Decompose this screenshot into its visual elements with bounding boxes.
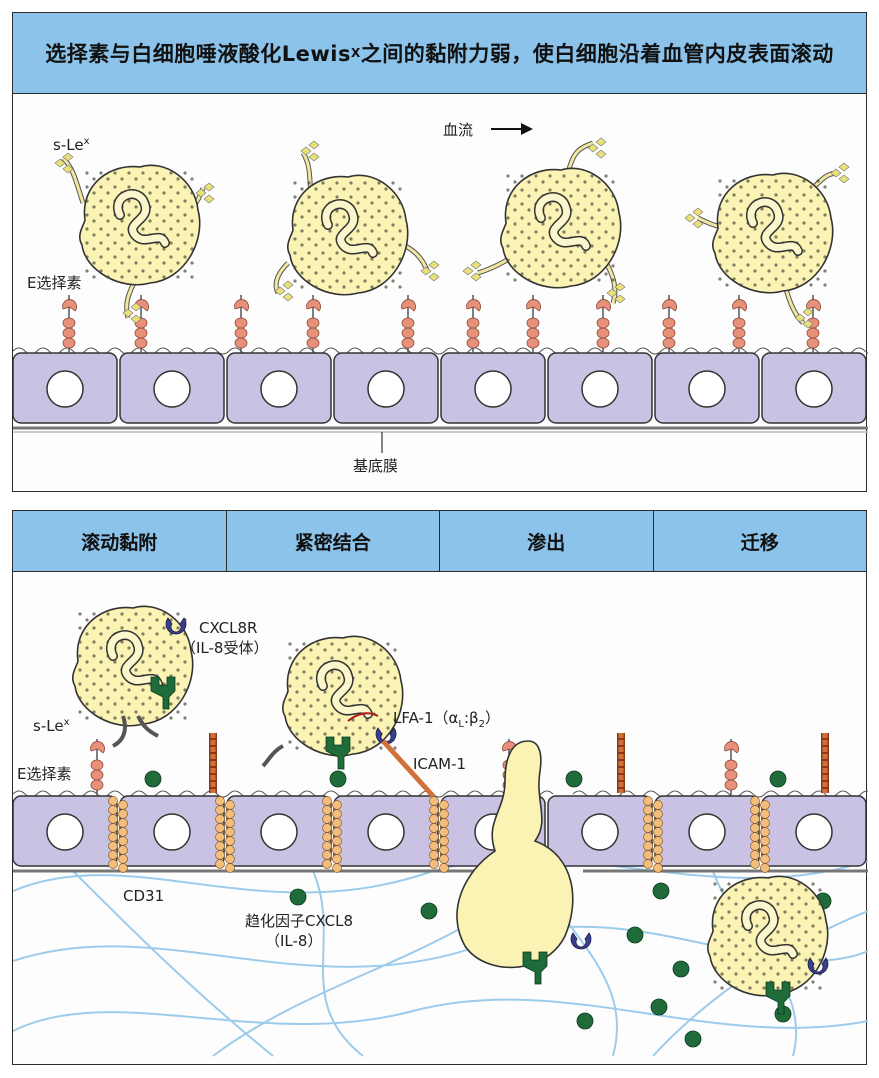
stage-migration: 迁移 [653, 511, 866, 571]
basement-membrane-label: 基底膜 [353, 457, 398, 475]
leukocyte-rolling [73, 606, 193, 748]
cxcl8r-label: CXCL8R [199, 619, 257, 637]
title-rest: 之间的黏附力弱，使白细胞沿着血管内皮表面滚动 [360, 42, 834, 66]
stage-rolling: 滚动黏附 [13, 511, 227, 571]
e-selectin-group [61, 294, 822, 354]
leukocyte-migrating [708, 876, 828, 1015]
stage-tight-binding: 紧密结合 [226, 511, 440, 571]
slex-label-bottom: s-Lex [33, 717, 70, 735]
e-selectin-label: E选择素 [27, 274, 81, 292]
leukocyte-3 [462, 137, 625, 304]
stage-diapedesis: 渗出 [440, 511, 654, 571]
leukocyte-diapedesis [456, 740, 592, 985]
chemokine-label: 趋化因子CXCL8 [245, 912, 353, 930]
title-sup: X [350, 46, 361, 60]
blood-flow-label: 血流 [443, 121, 473, 139]
title-main: 选择素与白细胞唾液酸化Lewis [45, 42, 351, 66]
icam1-label: ICAM-1 [413, 755, 466, 773]
stage-header: 滚动黏附 紧密结合 渗出 迁移 [13, 511, 866, 572]
rolling-diagram: s-Lex E选择素 血流 基底膜 [13, 121, 868, 475]
leukocyte-2 [273, 140, 440, 302]
leukocyte-4 [684, 162, 850, 329]
slex-label: s-Lex [53, 136, 90, 154]
cxcl8r-label-2: （IL-8受体） [181, 639, 268, 657]
e-selectin-label-bottom: E选择素 [17, 765, 71, 783]
chemokine-label-2: （IL-8） [265, 932, 322, 950]
endothelium [13, 352, 867, 424]
leukocyte-1 [54, 152, 215, 324]
lfa1-label: LFA-1（αL:β2） [393, 709, 500, 730]
migration-panel: 滚动黏附 紧密结合 渗出 迁移 [12, 510, 868, 1065]
cd31-label: CD31 [123, 887, 164, 905]
migration-diagram: CXCL8R （IL-8受体） s-Lex E选择素 LFA-1（αL:β2） … [13, 511, 868, 1057]
leukocyte-tight [261, 636, 435, 798]
